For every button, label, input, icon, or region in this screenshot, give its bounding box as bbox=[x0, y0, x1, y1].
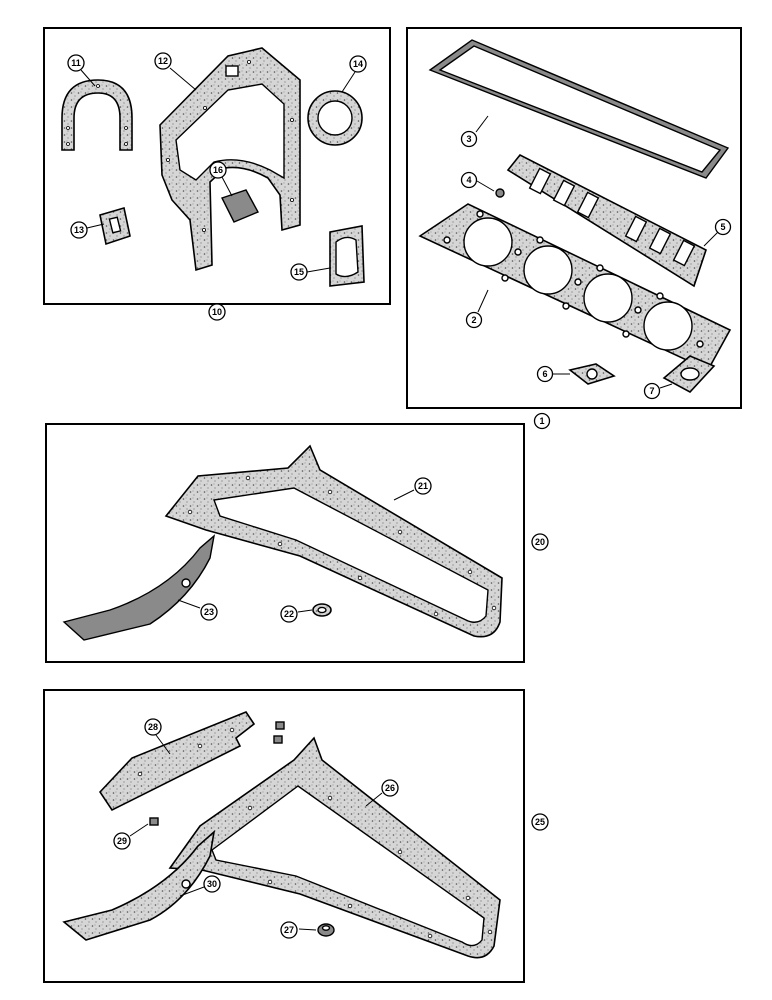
gasket-3-rocker-cover bbox=[428, 39, 730, 179]
svg-text:23: 23 bbox=[204, 607, 214, 617]
washer-27 bbox=[317, 923, 335, 937]
svg-text:12: 12 bbox=[158, 56, 168, 66]
callout-5: 5 bbox=[714, 218, 732, 236]
svg-text:30: 30 bbox=[207, 879, 217, 889]
callout-13: 13 bbox=[70, 221, 88, 239]
svg-text:22: 22 bbox=[284, 609, 294, 619]
callout-27: 27 bbox=[280, 921, 298, 939]
callout-16: 16 bbox=[209, 161, 227, 179]
gasket-14-ring bbox=[307, 90, 363, 146]
callout-11: 11 bbox=[67, 54, 85, 72]
svg-text:10: 10 bbox=[212, 307, 222, 317]
svg-text:14: 14 bbox=[353, 59, 363, 69]
svg-text:27: 27 bbox=[284, 925, 294, 935]
gasket-2-cylinder-head bbox=[418, 203, 732, 372]
svg-text:28: 28 bbox=[148, 722, 158, 732]
callout-12: 12 bbox=[154, 52, 172, 70]
svg-text:4: 4 bbox=[466, 175, 471, 185]
callout-30: 30 bbox=[203, 875, 221, 893]
gasket-7-outlet bbox=[662, 355, 716, 393]
callout-6: 6 bbox=[536, 365, 554, 383]
svg-text:3: 3 bbox=[466, 134, 471, 144]
panel-head-gasket-set bbox=[406, 27, 742, 409]
svg-text:26: 26 bbox=[385, 783, 395, 793]
callout-25: 25 bbox=[531, 813, 549, 831]
svg-text:5: 5 bbox=[720, 222, 725, 232]
gasket-30-rear-seal bbox=[62, 829, 216, 941]
gasket-11-arch bbox=[61, 79, 133, 151]
svg-text:6: 6 bbox=[542, 369, 547, 379]
svg-text:29: 29 bbox=[117, 836, 127, 846]
callout-4: 4 bbox=[460, 171, 478, 189]
svg-text:13: 13 bbox=[74, 225, 84, 235]
callout-2: 2 bbox=[465, 311, 483, 329]
svg-text:11: 11 bbox=[71, 58, 81, 68]
gasket-26-oil-pan bbox=[168, 736, 501, 959]
block-29-top bbox=[275, 721, 285, 730]
callout-15: 15 bbox=[290, 263, 308, 281]
gasket-5-manifold bbox=[506, 153, 707, 288]
callout-7: 7 bbox=[643, 382, 661, 400]
callout-28: 28 bbox=[144, 718, 162, 736]
callout-23: 23 bbox=[200, 603, 218, 621]
callout-22: 22 bbox=[280, 605, 298, 623]
callout-1: 1 bbox=[533, 412, 551, 430]
gasket-28-front-strip bbox=[98, 711, 256, 812]
svg-text:25: 25 bbox=[535, 817, 545, 827]
block-29-left bbox=[149, 817, 159, 826]
callout-10: 10 bbox=[208, 303, 226, 321]
gasket-15-cover bbox=[329, 225, 365, 287]
gasket-21-oil-pan bbox=[164, 444, 503, 638]
gasket-23-rear-seal bbox=[62, 534, 216, 641]
svg-text:16: 16 bbox=[213, 165, 223, 175]
svg-text:20: 20 bbox=[535, 537, 545, 547]
callout-3: 3 bbox=[460, 130, 478, 148]
svg-text:2: 2 bbox=[471, 315, 476, 325]
callout-20: 20 bbox=[531, 533, 549, 551]
block-29-right bbox=[273, 735, 283, 744]
callout-26: 26 bbox=[381, 779, 399, 797]
panel-oil-pan-gaskets bbox=[45, 423, 525, 663]
svg-text:15: 15 bbox=[294, 267, 304, 277]
svg-text:1: 1 bbox=[539, 416, 544, 426]
svg-text:21: 21 bbox=[418, 481, 428, 491]
washer-22 bbox=[312, 603, 332, 617]
callout-14: 14 bbox=[349, 55, 367, 73]
gasket-13-plate bbox=[99, 206, 131, 246]
callout-29: 29 bbox=[113, 832, 131, 850]
callout-21: 21 bbox=[414, 477, 432, 495]
svg-text:7: 7 bbox=[649, 386, 654, 396]
seal-4 bbox=[495, 188, 505, 198]
gasket-12-timing-cover bbox=[159, 47, 301, 272]
gasket-6-thermostat bbox=[568, 363, 616, 385]
gasket-16-square bbox=[221, 189, 259, 223]
panel-timing-gaskets bbox=[43, 27, 391, 305]
